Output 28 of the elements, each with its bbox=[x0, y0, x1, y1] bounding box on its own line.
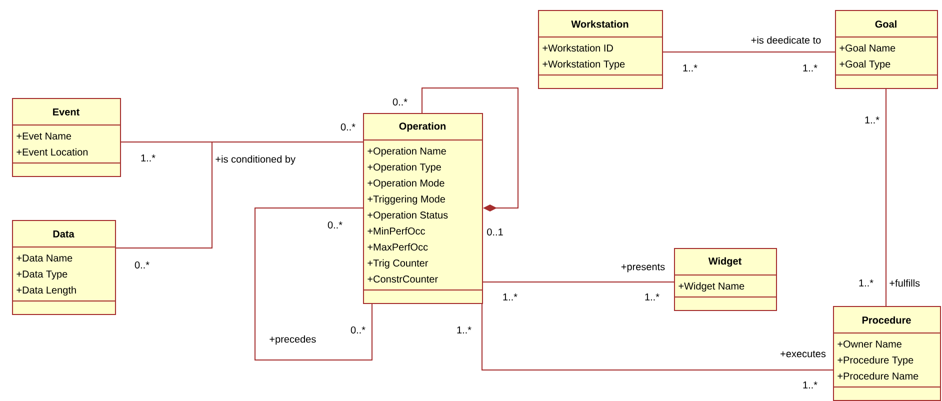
multiplicity-label: 0..* bbox=[328, 221, 342, 229]
multiplicity-label: 1..* bbox=[865, 116, 880, 124]
edge-label: +is conditioned by bbox=[214, 154, 297, 166]
multiplicity-label: 1..* bbox=[457, 326, 472, 334]
class-box: Goal +Goal Name +Goal Type bbox=[834, 10, 938, 89]
multiplicity-label: 0..* bbox=[350, 326, 366, 334]
edge-label: +precedes bbox=[268, 334, 318, 346]
edge-label: +fulfills bbox=[888, 278, 922, 288]
class-box: Workstation +Workstation ID +Workstation Type bbox=[538, 10, 663, 89]
multiplicity-label: 1..* bbox=[141, 154, 156, 162]
class-box: Procedure +Owner Name +Procedure Type +Procedure Name bbox=[832, 306, 941, 401]
association-line bbox=[482, 304, 834, 370]
edge-label: +presents bbox=[620, 262, 666, 274]
multiplicity-label: 0..* bbox=[134, 261, 150, 269]
edge-label: +is deedicate to bbox=[750, 35, 822, 45]
class-box: Event +Evet Name +Event Location bbox=[12, 98, 122, 177]
multiplicity-label: 1..* bbox=[645, 294, 660, 300]
multiplicity-label: 1..* bbox=[803, 64, 818, 72]
multiplicity-label: 1..* bbox=[803, 382, 818, 388]
association-line bbox=[254, 208, 372, 360]
composition-line bbox=[422, 88, 518, 212]
multiplicity-label: 1..* bbox=[859, 280, 874, 286]
class-box: Widget +Widget Name bbox=[674, 248, 777, 311]
multiplicity-label: 1..* bbox=[503, 294, 518, 300]
class-box: Operation +Operation Name +Operation Type +Operation Mode +Triggering Mode +Operation Status +MinPerfOcc +MaxPerfOcc +Trig Counter +ConstrCounter bbox=[362, 113, 483, 304]
multiplicity-label: 1..* bbox=[683, 64, 698, 72]
class-box: Data +Data Name +Data Type +Data Length bbox=[12, 220, 116, 315]
edge-label: +executes bbox=[779, 350, 827, 358]
